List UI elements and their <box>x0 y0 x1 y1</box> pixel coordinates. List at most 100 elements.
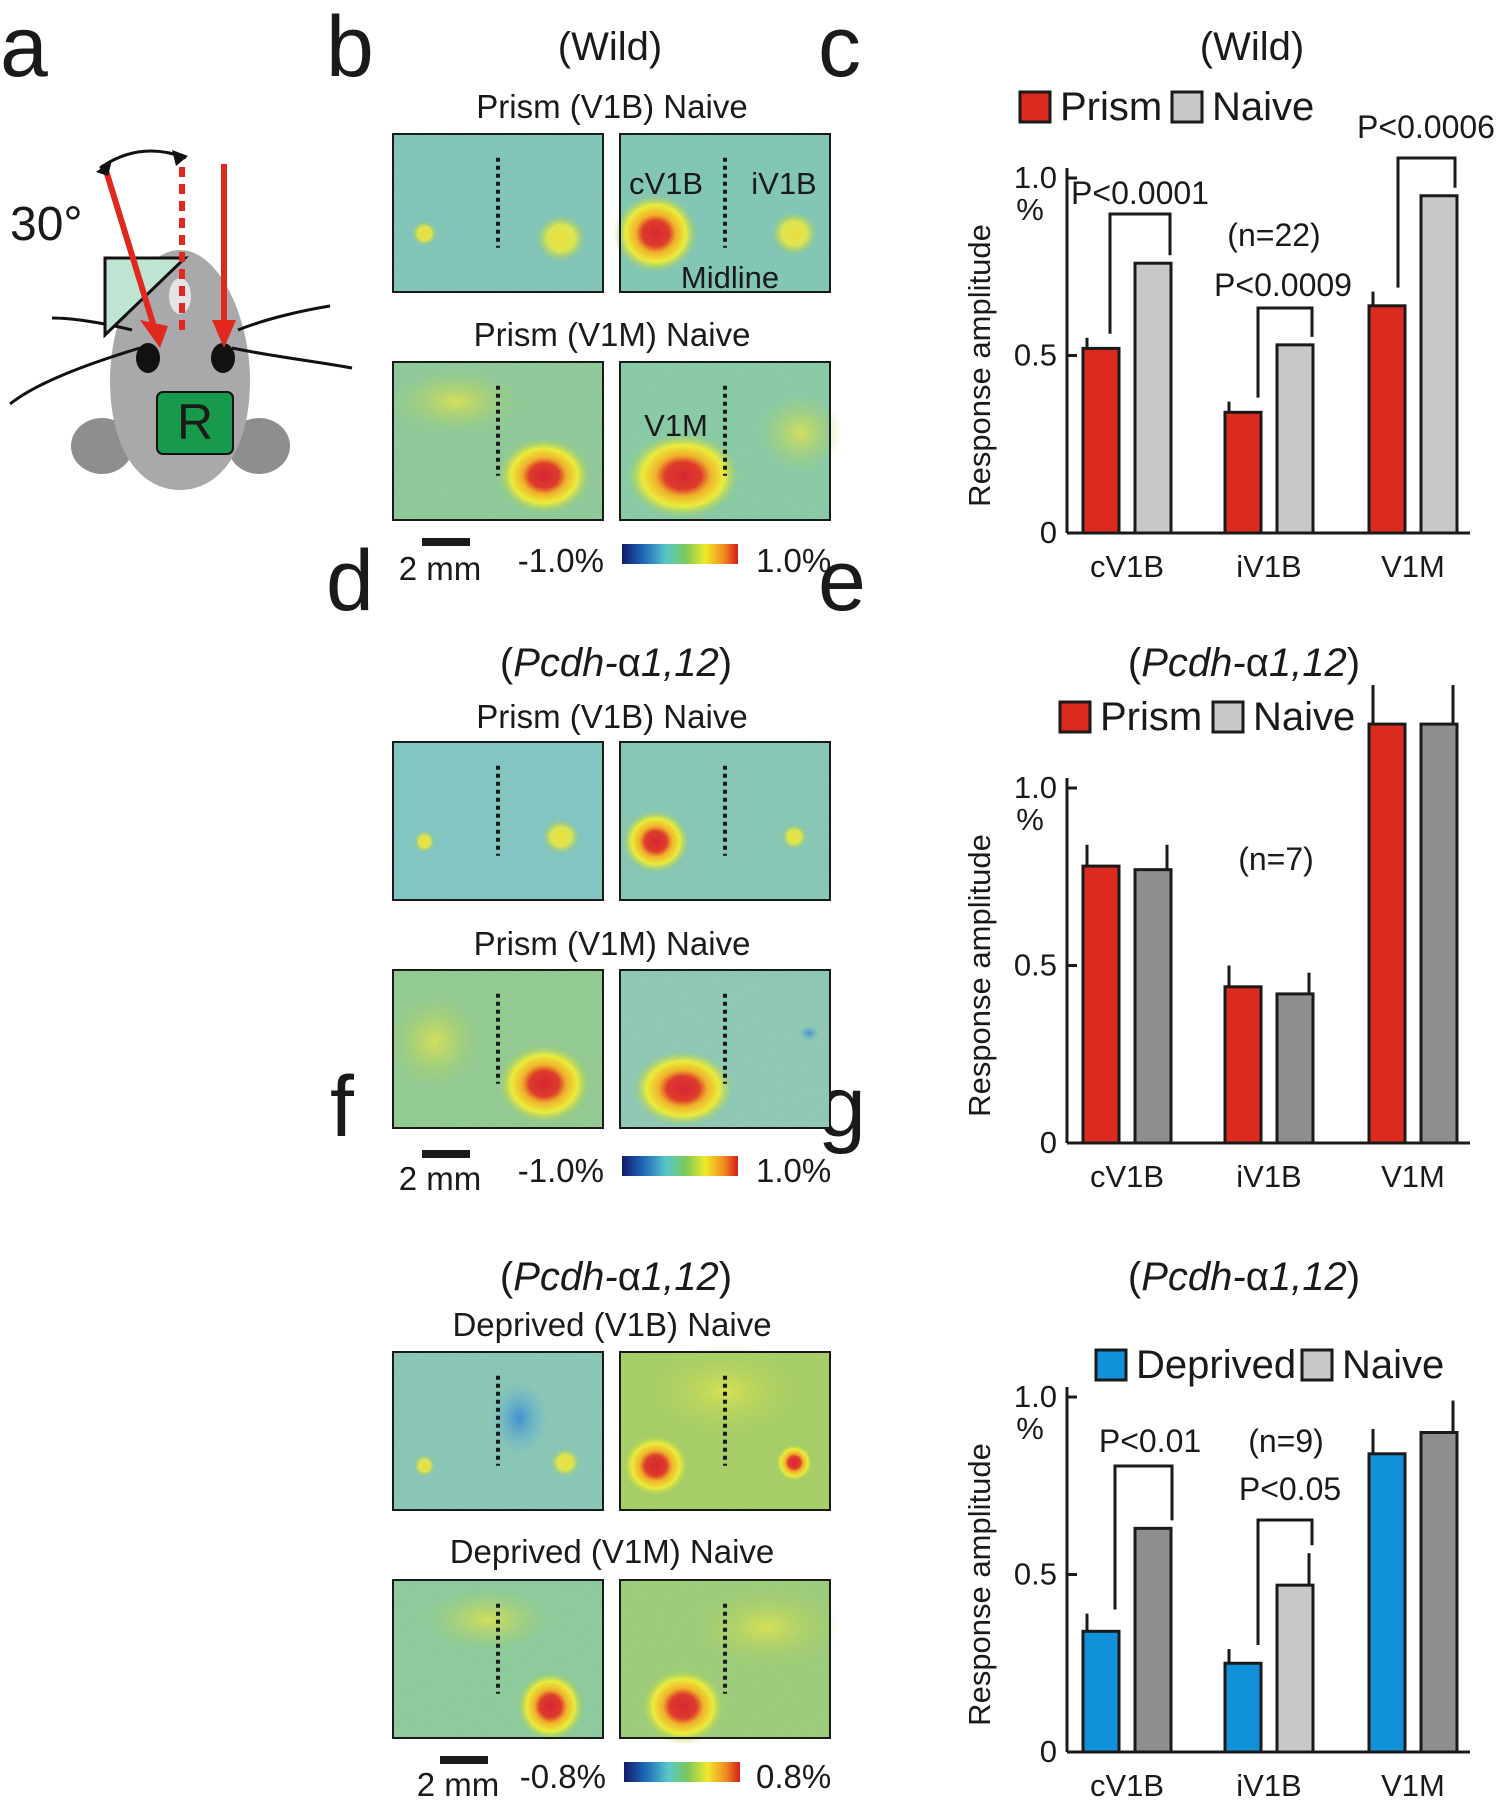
panel-d-subtitle-bottom: Prism (V1M) Naive <box>474 925 751 962</box>
significance-bracket <box>1396 156 1457 288</box>
arc-arrow-icon <box>172 150 188 166</box>
y-tick-label: 0.5 <box>1014 1557 1057 1592</box>
colorbar-min: -0.8% <box>520 1758 606 1795</box>
p-value-label: P<0.0001 <box>1071 175 1209 211</box>
bar-naive <box>1419 722 1459 1145</box>
colorbar <box>624 1762 740 1782</box>
whisker <box>231 346 353 370</box>
legend-label: Naive <box>1253 695 1355 739</box>
title-greek: α <box>1246 641 1269 685</box>
panel-d-subtitle-top: Prism (V1B) Naive <box>476 698 747 735</box>
y-tick-label: 0.5 <box>1014 948 1057 983</box>
bar-naive <box>1133 261 1173 535</box>
title-paren: ( <box>1128 641 1142 685</box>
bar-deprived <box>1223 1661 1263 1754</box>
x-tick-label: cV1B <box>1090 1768 1164 1802</box>
panel-d-maps <box>388 741 831 1129</box>
y-unit: % <box>1016 802 1044 837</box>
panel-letter-a: a <box>0 0 48 95</box>
colorbar-max: 0.8% <box>756 1758 831 1795</box>
y-unit: % <box>1016 192 1044 227</box>
y-tick-label: 0.5 <box>1014 338 1057 373</box>
title-gene: Pcdh- <box>1141 1255 1246 1299</box>
scale-bar <box>440 1756 488 1764</box>
legend-label: Deprived <box>1136 1343 1296 1387</box>
mouse-eye-left <box>136 343 160 373</box>
panel-f-maps <box>392 1344 841 1745</box>
mouse-ear-right <box>228 418 290 474</box>
p-value-label: P<0.05 <box>1239 1471 1341 1507</box>
bar-prism <box>1081 346 1121 535</box>
colorbar-max: 1.0% <box>756 1152 831 1189</box>
y-tick-label: 0 <box>1040 515 1057 550</box>
map-frame <box>619 741 831 901</box>
colorbar <box>622 1156 738 1176</box>
x-tick-label: iV1B <box>1236 1768 1301 1802</box>
legend-label: Naive <box>1212 85 1314 129</box>
whisker <box>237 304 331 332</box>
map-frame <box>619 361 831 521</box>
panel-e-title: (Pcdh-α1,12) <box>1128 641 1360 685</box>
map-frame <box>619 1351 831 1511</box>
x-tick-label: cV1B <box>1090 549 1164 584</box>
bar-naive <box>1275 992 1315 1145</box>
bar-naive <box>1419 194 1459 535</box>
title-gene: Pcdh- <box>1141 641 1246 685</box>
bar-prism <box>1367 304 1407 535</box>
title-greek: α <box>618 641 641 685</box>
significance-bracket <box>1256 306 1314 398</box>
legend-label: Prism <box>1100 695 1202 739</box>
scale-bar <box>422 1150 470 1158</box>
panel-letter-e: e <box>818 533 866 629</box>
panel-f-subtitle-top: Deprived (V1B) Naive <box>452 1306 771 1343</box>
title-greek: α <box>1246 1255 1269 1299</box>
title-paren: ( <box>1128 1255 1142 1299</box>
legend-swatch <box>1094 1348 1128 1382</box>
panel-b-subtitle-bottom: Prism (V1M) Naive <box>474 316 751 353</box>
colorbar <box>622 544 738 564</box>
mouse-eye-right <box>211 343 235 373</box>
bar-prism <box>1223 410 1263 535</box>
x-tick-label: iV1B <box>1236 1159 1301 1194</box>
colorbar-min: -1.0% <box>518 542 604 579</box>
y-tick-label: 1.0 <box>1014 160 1057 195</box>
title-isoforms: 1,12 <box>641 641 719 685</box>
legend-swatch <box>1300 1348 1334 1382</box>
bar-prism <box>1367 722 1407 1145</box>
y-axis-label: Response amplitude <box>962 834 997 1117</box>
arrow-head-icon <box>212 320 236 348</box>
x-tick-label: cV1B <box>1090 1159 1164 1194</box>
colorbar-max: 1.0% <box>756 542 831 579</box>
label-v1m: V1M <box>644 408 708 443</box>
title-paren: ( <box>500 641 514 685</box>
map-frame <box>392 969 604 1129</box>
n-label: (n=7) <box>1238 841 1314 877</box>
map-frame <box>392 741 604 901</box>
recording-patch-label: R <box>177 394 213 450</box>
panel-letter-f: f <box>330 1059 355 1155</box>
panel-letter-c: c <box>818 0 861 95</box>
y-tick-label: 1.0 <box>1014 1379 1057 1414</box>
title-paren: ) <box>1347 641 1360 685</box>
bar-deprived <box>1081 1629 1121 1754</box>
legend-swatch <box>1018 90 1052 124</box>
title-isoforms: 1,12 <box>1269 1255 1347 1299</box>
legend-label: Prism <box>1060 85 1162 129</box>
title-greek: α <box>618 1255 641 1299</box>
title-gene: Pcdh- <box>513 1255 618 1299</box>
y-axis-label: Response amplitude <box>962 224 997 507</box>
whisker <box>9 346 141 406</box>
panel-g-title: (Pcdh-α1,12) <box>1128 1255 1360 1299</box>
panel-f-subtitle-bottom: Deprived (V1M) Naive <box>450 1533 775 1570</box>
bar-prism <box>1081 864 1121 1145</box>
title-paren: ) <box>719 641 732 685</box>
title-isoforms: 1,12 <box>641 1255 719 1299</box>
panel-f-title: (Pcdh-α1,12) <box>500 1255 732 1299</box>
p-value-label: P<0.01 <box>1099 1423 1201 1459</box>
x-tick-label: iV1B <box>1236 549 1301 584</box>
panel-b-title: (Wild) <box>558 25 662 69</box>
arrow-head-icon <box>140 320 168 348</box>
panel-f-scale: 2 mm -0.8% 0.8% <box>417 1756 831 1802</box>
